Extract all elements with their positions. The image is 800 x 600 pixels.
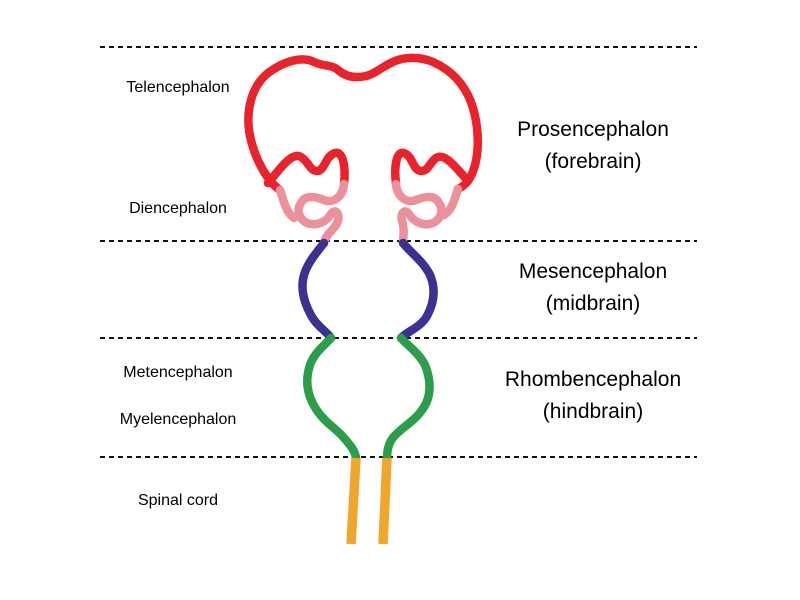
label-spinal-cord: Spinal cord [137, 492, 219, 509]
spinal-cord-right-line [378, 457, 392, 545]
diencephalon-left-outline [294, 179, 349, 248]
diencephalon-left-outer [275, 185, 299, 223]
spinal-cord-left-line [346, 457, 361, 545]
label-metencephalon: Metencephalon [123, 364, 233, 381]
telencephalon-outline [244, 53, 482, 195]
diencephalon-right-outer [439, 184, 463, 220]
label-diencephalon: Diencephalon [129, 200, 227, 217]
rhombencephalon-right-outline [382, 333, 434, 463]
label-mesencephalon-name: Mesencephalon [518, 260, 668, 283]
rhombencephalon-left-outline [303, 333, 361, 463]
spinal-cord-lines [346, 457, 392, 545]
mesencephalon-left-outline [298, 238, 336, 343]
diencephalon-right-outline [391, 179, 446, 248]
neural-tube-outline [244, 53, 482, 463]
label-rhombencephalon-name: Rhombencephalon [504, 368, 682, 391]
label-prosencephalon: Prosencephalon (forebrain) [488, 114, 698, 178]
label-mesencephalon: Mesencephalon (midbrain) [488, 256, 698, 320]
telencephalon-right-hook [391, 148, 473, 189]
label-telencephalon: Telencephalon [126, 79, 230, 96]
label-myelencephalon: Myelencephalon [119, 411, 237, 428]
label-prosencephalon-common: (forebrain) [544, 150, 642, 173]
label-rhombencephalon-common: (hindbrain) [542, 400, 644, 423]
telencephalon-left-hook [263, 148, 349, 189]
label-prosencephalon-name: Prosencephalon [517, 118, 669, 141]
mesencephalon-right-outline [396, 238, 438, 343]
label-mesencephalon-common: (midbrain) [545, 292, 641, 315]
label-rhombencephalon: Rhombencephalon (hindbrain) [488, 364, 698, 428]
